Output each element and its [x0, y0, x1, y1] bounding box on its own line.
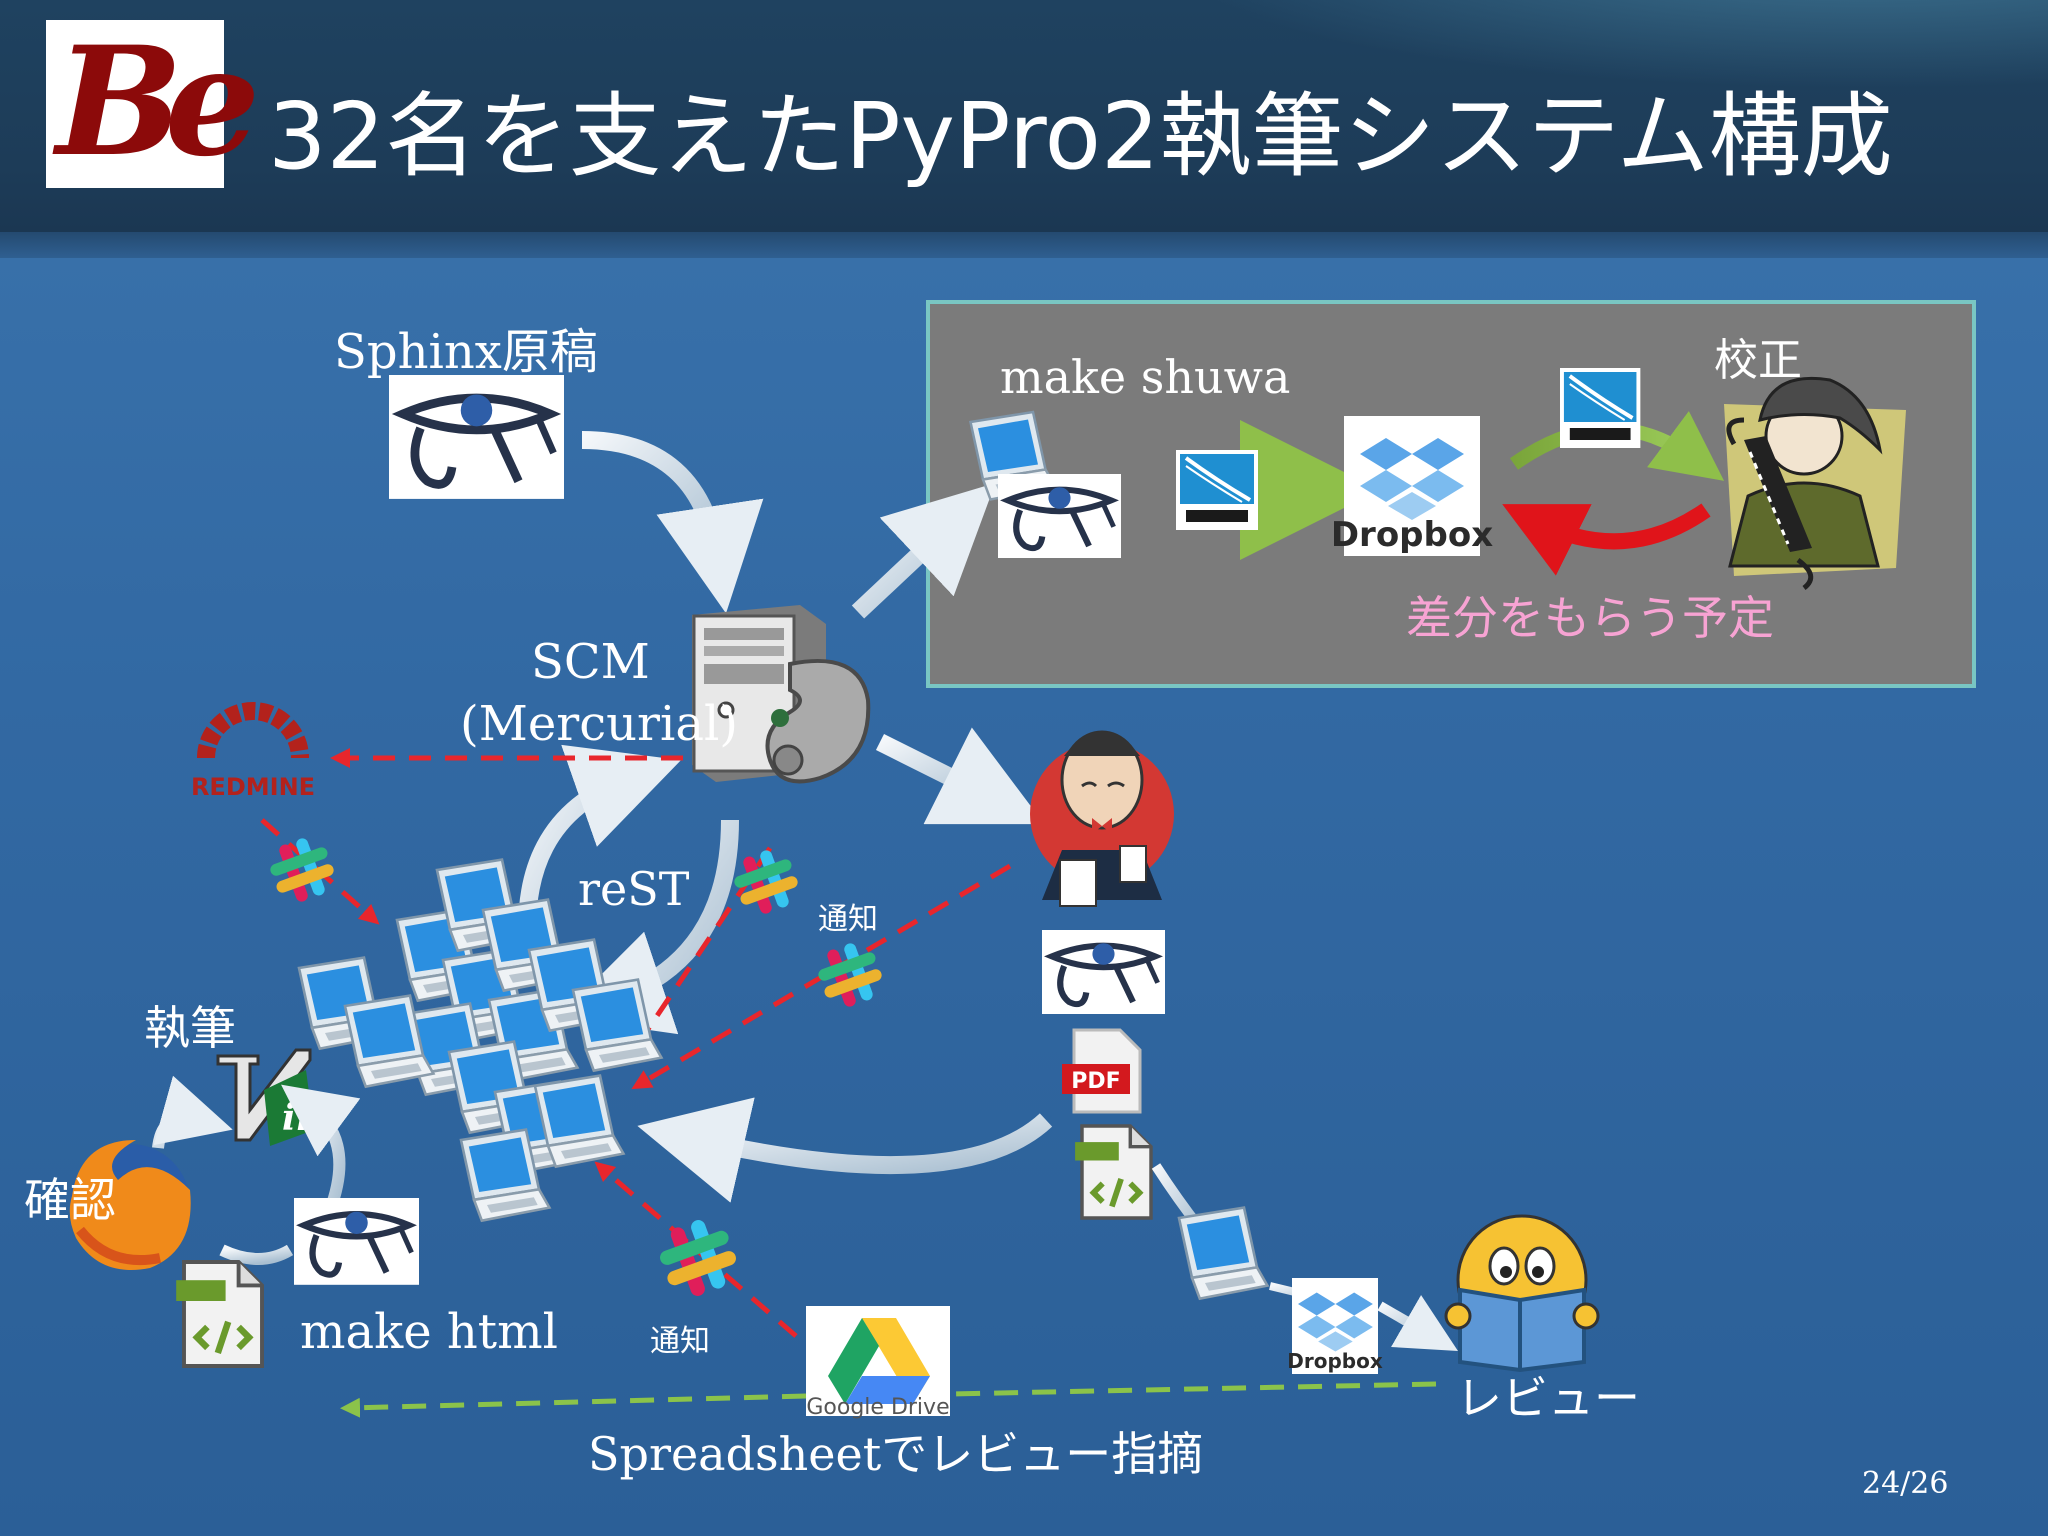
title-bar: [0, 0, 2048, 255]
make-html-label: make html: [300, 1304, 558, 1360]
arrow-scm-to-jenkins: [875, 727, 1045, 825]
rest-label: reST: [578, 862, 690, 916]
shuwa-system-logo: [1558, 366, 1643, 450]
arrow-jenkins-to-writers: [637, 1097, 1053, 1203]
redmine-label: REDMINE: [191, 773, 315, 801]
title-bar-band: [0, 232, 2048, 258]
sphinx-eye-icon: [294, 1198, 419, 1285]
firefox-icon: [69, 1140, 191, 1270]
reviewer-icon: [1444, 1214, 1600, 1373]
notify-label: 通知: [650, 1324, 710, 1359]
sphinx-manuscript-label: Sphinx原稿: [334, 324, 598, 380]
google-drive-icon: Google Drive: [806, 1306, 950, 1420]
arrow-scm-to-shuwa: [851, 483, 996, 619]
arrow-edit-cycle-3: [219, 1244, 294, 1265]
pdf-file-icon: PDF: [1062, 1028, 1142, 1114]
dropbox-icon: Dropbox: [1331, 416, 1493, 556]
arrow-proof-return: [1502, 503, 1711, 576]
proofread-label: 校正: [1714, 335, 1802, 386]
writing-label: 執筆: [144, 1001, 236, 1055]
notify-label: 通知: [818, 902, 878, 937]
svg-text:Dropbox: Dropbox: [1331, 515, 1493, 555]
html-file-icon: [1075, 1126, 1151, 1218]
dropbox-icon: Dropbox: [1287, 1278, 1383, 1374]
dropbox-label: Dropbox: [1287, 1349, 1383, 1373]
pdf-label: PDF: [1071, 1069, 1120, 1094]
slack-icon: [732, 848, 800, 916]
shuwa-system-logo: [1174, 448, 1260, 532]
be-logo-text: Be: [56, 14, 260, 190]
arrow-sphinx-to-scm: [581, 431, 764, 614]
make-shuwa-label: make shuwa: [1000, 350, 1291, 404]
jenkins-icon: [1030, 730, 1174, 907]
proofreader-icon: [1724, 376, 1906, 590]
vim-icon: im: [216, 1048, 334, 1146]
be-logo: Be: [46, 14, 260, 190]
title-bar-sheen: [1148, 0, 2048, 90]
diff-plan-label: 差分をもらう予定: [1406, 591, 1774, 645]
slack-icon: [268, 836, 336, 904]
spreadsheet-review-label: Spreadsheetでレビュー指摘: [588, 1427, 1204, 1481]
reviewer-laptop-icon: [1177, 1206, 1269, 1300]
html-file-icon: [176, 1262, 262, 1366]
scm-label: SCM: [531, 634, 650, 690]
arrow-dropbox-to-reviewer: [1377, 1295, 1458, 1351]
sphinx-eye-icon: [1042, 930, 1165, 1014]
sphinx-eye-icon: [389, 375, 564, 499]
mercurial-label: (Mercurial): [460, 696, 739, 752]
confirm-label: 確認: [24, 1173, 116, 1227]
arrow-edit-cycle-2: [152, 1075, 233, 1149]
slide-title: 32名を支えたPyPro2執筆システム構成: [268, 83, 1893, 190]
slack-icon: [816, 941, 884, 1009]
arrow-edit-cycle-1: [281, 1084, 361, 1213]
review-comments-line-1: [949, 1381, 1437, 1397]
review-label: レビュー: [1456, 1371, 1640, 1425]
review-comments-line-2: [340, 1393, 807, 1418]
redmine-icon: REDMINE: [191, 702, 315, 801]
mercurial-icon: [765, 659, 871, 784]
page-number: 24/26: [1862, 1466, 1949, 1501]
google-drive-label: Google Drive: [806, 1395, 949, 1420]
